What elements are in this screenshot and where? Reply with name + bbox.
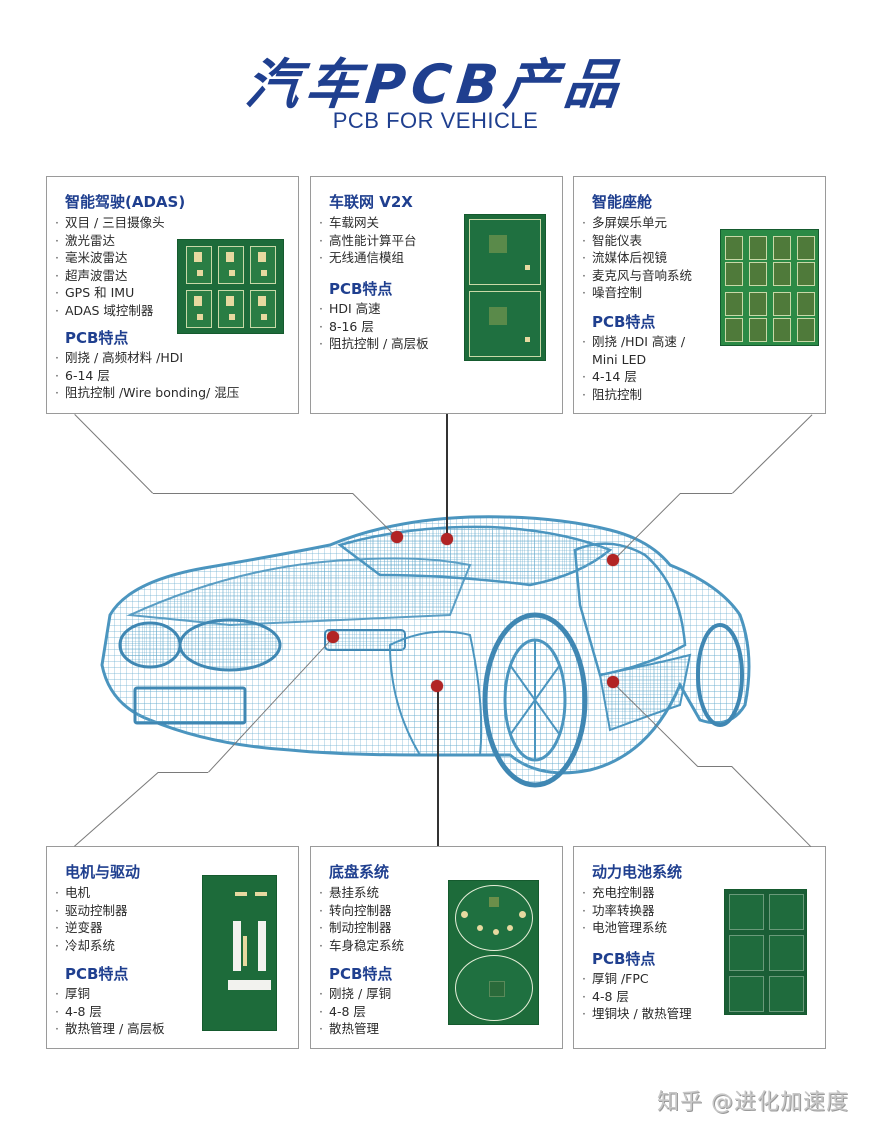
list-item: ·激光雷达: [55, 232, 116, 248]
list-item: ·双目 / 三目摄像头: [55, 215, 165, 230]
connector-line-motor: [158, 772, 208, 773]
pcb-image-chassis: [448, 880, 539, 1025]
pcb-features-title: PCB特点: [65, 965, 129, 983]
card-title: 动力电池系统: [592, 863, 683, 881]
feature-list: ·HDI 高速 ·8-16 层 ·阻抗控制 / 高层板: [319, 300, 429, 353]
feature-list: ·厚铜 /FPC ·4-8 层 ·埋铜块 / 散热管理: [582, 970, 692, 1023]
card-title: 车联网 V2X: [329, 193, 413, 211]
list-item: ·毫米波雷达: [55, 250, 128, 265]
list-item: ·电池管理系统: [582, 920, 668, 935]
card-title: 电机与驱动: [65, 863, 141, 881]
connector-line-battery: [731, 766, 812, 848]
list-item: ·刚挠 / 厚铜: [319, 986, 392, 1001]
card-title: 智能驾驶(ADAS): [65, 193, 186, 211]
list-item: ·超声波雷达: [55, 267, 128, 283]
marker-battery: [607, 676, 619, 688]
list-item: ·散热管理 / 高层板: [55, 1021, 165, 1036]
list-item: ·8-16 层: [319, 318, 374, 334]
list-item: ·无线通信模组: [319, 250, 405, 265]
list-item: ·电机: [55, 885, 91, 900]
connector-line-cockpit: [732, 414, 813, 494]
pcb-image-adas: [177, 239, 284, 334]
list-item: ·功率转换器: [582, 902, 655, 918]
list-item: ·刚挠 / 高频材料 /HDI: [55, 350, 184, 365]
feature-list: ·厚铜 ·4-8 层 ·散热管理 / 高层板: [55, 985, 165, 1038]
feature-list: ·刚挠 /HDI 高速 / Mini LED ·4-14 层 ·阻抗控制: [582, 333, 685, 403]
list-item: ·4-14 层: [582, 369, 637, 384]
list-item: ·刚挠 /HDI 高速 /: [582, 334, 686, 349]
card-motor-drive: 电机与驱动 ·电机 ·驱动控制器 ·逆变器 ·冷却系统 PCB特点 ·厚铜 ·4…: [46, 846, 299, 1049]
list-item: ·冷却系统: [55, 937, 116, 953]
list-item: ·麦克风与音响系统: [582, 267, 693, 283]
feature-list: ·刚挠 / 厚铜 ·4-8 层 ·散热管理: [319, 985, 391, 1038]
pcb-image-cockpit: [720, 229, 819, 346]
connector-line-cockpit: [680, 493, 732, 494]
card-smart-cockpit: 智能座舱 ·多屏娱乐单元 ·智能仪表 ·流媒体后视镜 ·麦克风与音响系统 ·噪音…: [573, 176, 826, 414]
list-item: ·6-14 层: [55, 367, 110, 383]
pcb-features-title: PCB特点: [329, 965, 393, 983]
pcb-image-motor: [202, 875, 277, 1031]
marker-adas: [391, 531, 403, 543]
list-item: ·4-8 层: [319, 1003, 366, 1019]
connector-line-adas: [74, 414, 154, 494]
application-list: ·充电控制器 ·功率转换器 ·电池管理系统: [582, 884, 667, 937]
list-item: ·HDI 高速: [319, 301, 381, 316]
pcb-features-title: PCB特点: [592, 313, 656, 331]
card-adas: 智能驾驶(ADAS) ·双目 / 三目摄像头 ·激光雷达 ·毫米波雷达 ·超声波…: [46, 176, 299, 414]
application-list: ·电机 ·驱动控制器 ·逆变器 ·冷却系统: [55, 884, 128, 954]
list-item: ·智能仪表: [582, 232, 643, 248]
list-item: ·流媒体后视镜: [582, 250, 668, 265]
marker-chassis: [431, 680, 443, 692]
application-list: ·车载网关 ·高性能计算平台 ·无线通信模组: [319, 214, 417, 267]
list-item: ·高性能计算平台: [319, 232, 417, 248]
list-item: ·埋铜块 / 散热管理: [582, 1006, 692, 1021]
car-wireframe-illustration: [100, 515, 751, 788]
list-item: ·厚铜 /FPC: [582, 971, 649, 986]
list-item: ·制动控制器: [319, 920, 392, 935]
marker-v2x: [441, 533, 453, 545]
list-item: ·转向控制器: [319, 902, 392, 918]
list-item: ·ADAS 域控制器: [55, 302, 154, 318]
list-item: ·车身稳定系统: [319, 937, 405, 953]
list-item: ·散热管理: [319, 1021, 380, 1036]
card-chassis: 底盘系统 ·悬挂系统 ·转向控制器 ·制动控制器 ·车身稳定系统 PCB特点 ·…: [310, 846, 563, 1049]
list-item: ·4-8 层: [55, 1003, 102, 1019]
application-list: ·双目 / 三目摄像头 ·激光雷达 ·毫米波雷达 ·超声波雷达 ·GPS 和 I…: [55, 214, 165, 319]
pcb-image-battery: [724, 889, 807, 1015]
connector-line-chassis: [437, 686, 439, 846]
list-item: ·4-8 层: [582, 988, 629, 1004]
card-power-battery: 动力电池系统 ·充电控制器 ·功率转换器 ·电池管理系统 PCB特点 ·厚铜 /…: [573, 846, 826, 1049]
pcb-features-title: PCB特点: [592, 950, 656, 968]
list-item: ·悬挂系统: [319, 885, 380, 900]
list-item: ·逆变器: [55, 920, 103, 935]
marker-motor: [327, 631, 339, 643]
list-item: ·阻抗控制 /Wire bonding/ 混压: [55, 385, 240, 400]
list-item: ·车载网关: [319, 215, 380, 230]
connector-line-v2x: [446, 414, 448, 537]
list-item: Mini LED: [592, 351, 647, 367]
feature-list: ·刚挠 / 高频材料 /HDI ·6-14 层 ·阻抗控制 /Wire bond…: [55, 349, 239, 402]
list-item: ·阻抗控制 / 高层板: [319, 336, 429, 351]
page-subtitle: PCB FOR VEHICLE: [332, 108, 539, 133]
card-v2x: 车联网 V2X ·车载网关 ·高性能计算平台 ·无线通信模组 PCB特点 ·HD…: [310, 176, 563, 414]
list-item: ·阻抗控制: [582, 386, 643, 402]
list-item: ·GPS 和 IMU: [55, 285, 135, 300]
list-item: ·充电控制器: [582, 885, 655, 900]
card-title: 智能座舱: [592, 193, 653, 211]
marker-cockpit: [607, 554, 619, 566]
list-item: ·多屏娱乐单元: [582, 215, 668, 230]
pcb-features-title: PCB特点: [329, 280, 393, 298]
watermark: 知乎 @进化加速度: [657, 1090, 849, 1115]
application-list: ·悬挂系统 ·转向控制器 ·制动控制器 ·车身稳定系统: [319, 884, 404, 954]
card-title: 底盘系统: [329, 863, 390, 881]
connector-line-battery: [698, 766, 732, 767]
list-item: ·厚铜: [55, 986, 91, 1001]
list-item: ·驱动控制器: [55, 902, 128, 918]
pcb-image-v2x: [464, 214, 546, 361]
pcb-features-title: PCB特点: [65, 329, 129, 347]
connector-line-adas: [153, 493, 353, 494]
application-list: ·多屏娱乐单元 ·智能仪表 ·流媒体后视镜 ·麦克风与音响系统 ·噪音控制: [582, 214, 692, 302]
list-item: ·噪音控制: [582, 285, 643, 300]
